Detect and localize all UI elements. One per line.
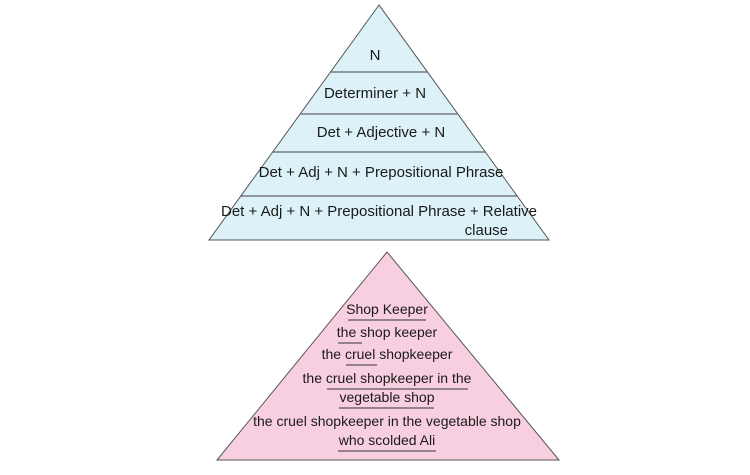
top-pyramid-shape: [208, 4, 550, 241]
bottom-level-2-label: the shop keeper: [337, 324, 438, 340]
bottom-level-1-label: Shop Keeper: [346, 301, 428, 317]
bottom-level-5-label-line-1: the cruel shopkeeper in the vegetable sh…: [253, 413, 521, 429]
top-level-3-label: Det + Adjective + N: [317, 124, 445, 141]
bottom-level-4-label-line-2: vegetable shop: [340, 389, 435, 405]
top-level-4-label: Det + Adj + N + Prepositional Phrase: [259, 164, 504, 181]
bottom-pyramid-shape: [215, 251, 561, 461]
bottom-level-4-label-line-1: the cruel shopkeeper in the: [303, 370, 472, 386]
bottom-level-3-label: the cruel shopkeeper: [322, 346, 453, 362]
bottom-pyramid: Shop Keeper the shop keeper the cruel sh…: [215, 251, 561, 461]
top-level-5-label-line-1: Det + Adj + N + Prepositional Phrase + R…: [221, 203, 537, 220]
top-level-2-label: Determiner + N: [324, 85, 426, 102]
bottom-level-5-label-line-2: who scolded Ali: [338, 432, 436, 448]
top-level-1-label: N: [370, 47, 381, 64]
top-pyramid: N Determiner + N Det + Adjective + N Det…: [208, 4, 550, 241]
top-level-5-label-line-2: clause: [465, 222, 508, 239]
